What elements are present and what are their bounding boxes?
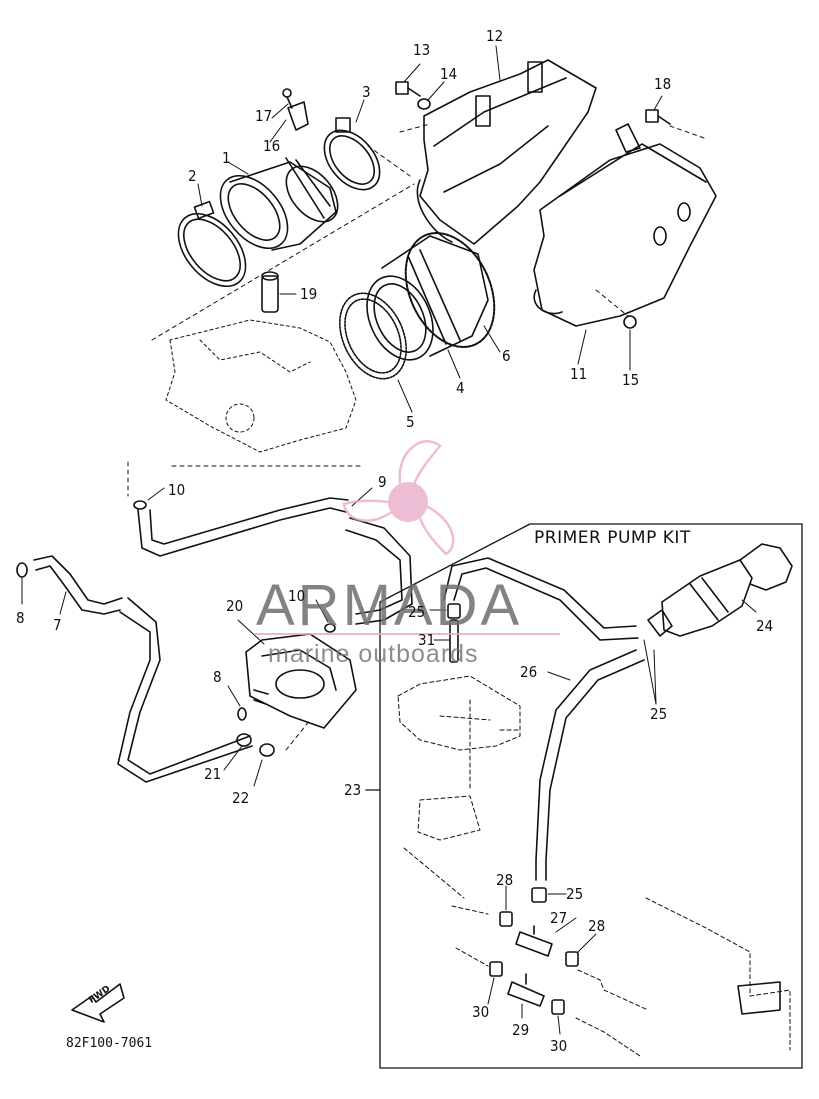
pump-leader <box>285 719 311 751</box>
callout-4: 4 <box>456 379 465 397</box>
hose-26 <box>443 557 645 881</box>
fitting-25-mid <box>531 887 547 903</box>
intake-leader-lines <box>127 123 705 497</box>
callout-13: 13 <box>413 41 431 59</box>
callout-2: 2 <box>188 167 197 185</box>
callout-8-upper: 8 <box>16 609 25 627</box>
fitting-31 <box>449 619 459 663</box>
clip-10-upper <box>133 500 147 510</box>
watermark-propeller-icon <box>342 440 455 556</box>
callout-10-lower: 10 <box>288 587 306 605</box>
callout-30-right: 30 <box>550 1037 568 1055</box>
callout-16: 16 <box>263 137 281 155</box>
clamp-2 <box>177 200 247 288</box>
kit-title: PRIMER PUMP KIT <box>534 528 691 548</box>
bracket-16 <box>282 88 309 131</box>
clip-8-upper <box>16 562 28 578</box>
fitting-29 <box>507 973 545 1007</box>
callout-29: 29 <box>512 1021 530 1039</box>
part-22 <box>259 743 275 757</box>
kit-schematic <box>397 675 791 1057</box>
fitting-30-left <box>489 961 503 977</box>
diagram-code: 82F100-7061 <box>66 1036 153 1051</box>
hose-7 <box>33 555 253 783</box>
watermark-tagline: marine outboards <box>268 640 479 668</box>
callout-7: 7 <box>53 616 62 634</box>
callout-30-left: 30 <box>472 1003 490 1021</box>
callout-21: 21 <box>204 765 222 783</box>
fitting-28-left <box>499 911 513 927</box>
hose-9 <box>137 497 413 625</box>
callout-25-lower: 25 <box>566 885 584 903</box>
primer-pump-kit-box <box>365 523 803 1069</box>
tank-box <box>737 981 781 1015</box>
engine-outline <box>165 319 357 453</box>
intake-joint-1 <box>219 157 339 251</box>
callout-23: 23 <box>344 781 362 799</box>
callout-27: 27 <box>550 909 568 927</box>
watermark-brand: ARMADA <box>256 573 523 638</box>
callout-1: 1 <box>222 149 231 167</box>
callout-25-right: 25 <box>650 705 668 723</box>
part-21 <box>236 733 252 747</box>
callout-17: 17 <box>255 107 273 125</box>
fitting-25-upper <box>447 603 461 619</box>
fitting-19 <box>261 271 279 313</box>
callout-31: 31 <box>418 631 436 649</box>
silencer-4 <box>366 235 489 361</box>
callout-9: 9 <box>378 473 387 491</box>
callout-11: 11 <box>570 365 588 383</box>
callout-15: 15 <box>622 371 640 389</box>
callout-24: 24 <box>756 617 774 635</box>
callout-3: 3 <box>362 83 371 101</box>
callout-26: 26 <box>520 663 538 681</box>
callout-12: 12 <box>486 27 504 45</box>
callout-14: 14 <box>440 65 458 83</box>
nut-15 <box>623 315 637 329</box>
callout-20: 20 <box>226 597 244 615</box>
silencer-ring-5 <box>339 292 407 380</box>
callout-18: 18 <box>654 75 672 93</box>
fitting-28-right <box>565 951 579 967</box>
clip-10-lower <box>324 623 336 633</box>
callout-19: 19 <box>300 285 318 303</box>
fitting-30-right <box>551 999 565 1015</box>
clamp-3 <box>323 117 381 191</box>
clip-8-lower <box>237 707 247 721</box>
primer-pump-24 <box>647 543 793 637</box>
callout-leaders <box>21 45 757 1035</box>
washer-14 <box>417 98 431 110</box>
callout-28-left: 28 <box>496 871 514 889</box>
callout-5: 5 <box>406 413 415 431</box>
callout-10-upper: 10 <box>168 481 186 499</box>
callout-22: 22 <box>232 789 250 807</box>
callout-28-right: 28 <box>588 917 606 935</box>
fwd-arrow-icon <box>71 983 125 1023</box>
fuel-pump-20 <box>245 633 357 729</box>
callout-8-lower: 8 <box>213 668 222 686</box>
bolt-18 <box>645 109 671 125</box>
bolt-13 <box>395 81 421 97</box>
silencer-cover-11 <box>533 123 717 327</box>
callout-25-upper: 25 <box>408 603 426 621</box>
fitting-27 <box>515 925 553 957</box>
silencer-case-12 <box>416 59 597 245</box>
ring-6 <box>404 232 496 348</box>
callout-6: 6 <box>502 347 511 365</box>
